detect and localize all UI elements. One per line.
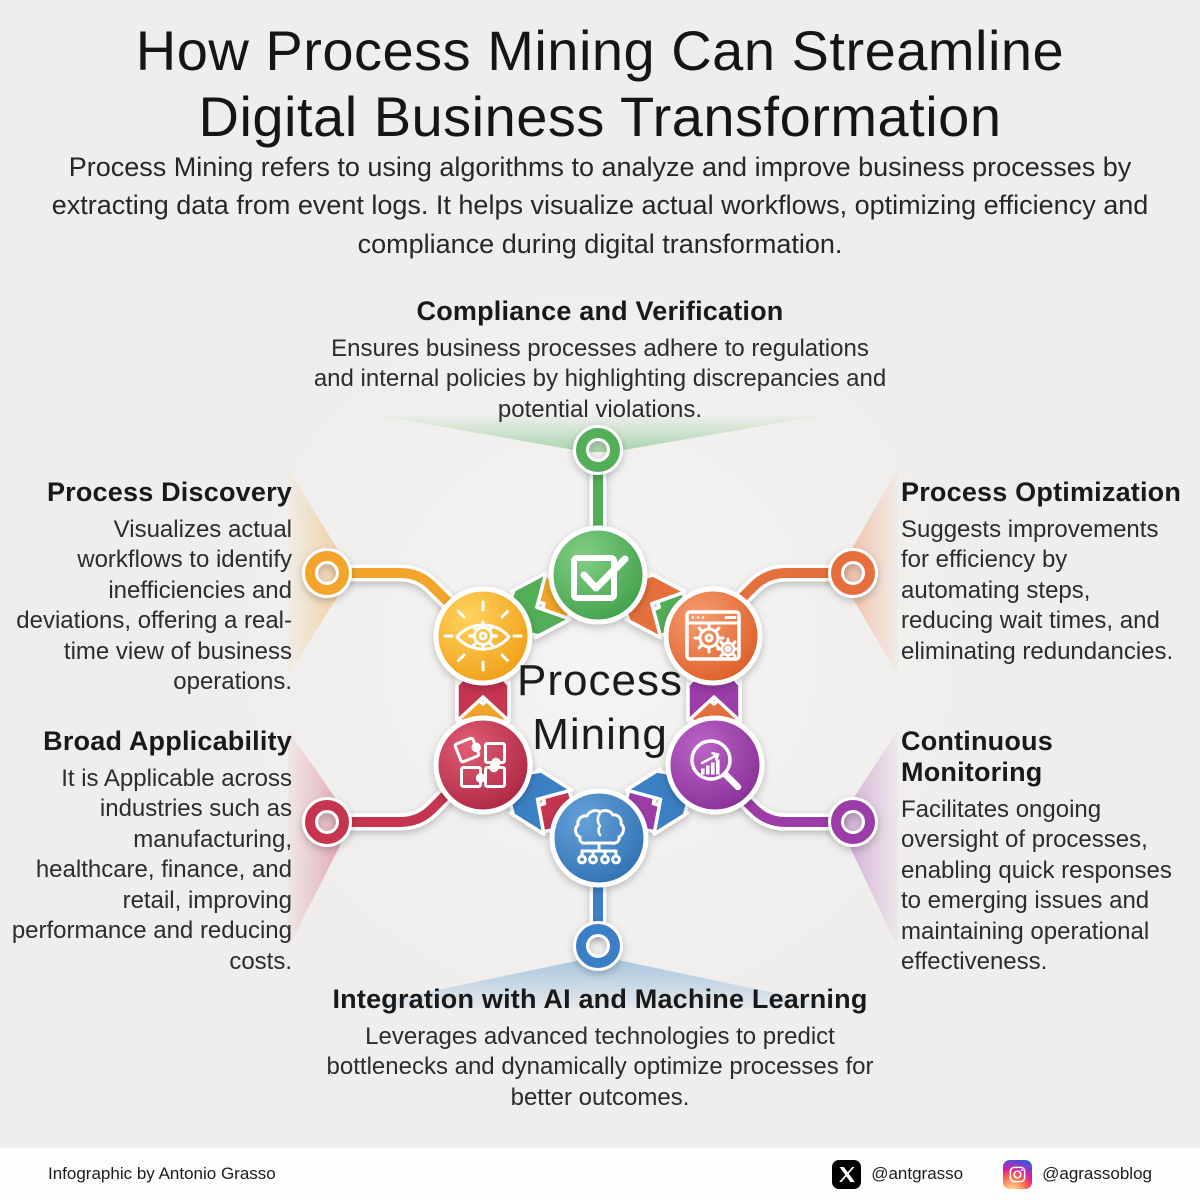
node-heading-optimization: Process Optimization <box>901 477 1182 507</box>
ring-bottom <box>576 924 620 968</box>
node-text-applicability: Broad Applicability It is Applicable acr… <box>10 726 292 977</box>
puzzle-icon <box>453 736 506 788</box>
node-heading-applicability: Broad Applicability <box>43 726 292 756</box>
node-description-optimization: Suggests improvements for efficiency by … <box>901 516 1174 665</box>
checkbox-icon <box>571 555 629 601</box>
node-text-optimization: Process Optimization Suggests improvemen… <box>901 477 1189 667</box>
node-heading-compliance: Compliance and Verification <box>416 296 784 326</box>
node-heading-discovery: Process Discovery <box>46 477 292 507</box>
brain-network-icon <box>574 809 625 865</box>
node-heading-monitoring: Continuous Monitoring <box>901 726 1053 787</box>
node-compliance-circle <box>548 525 648 625</box>
x-handle[interactable]: @antgrasso <box>832 1159 964 1189</box>
node-description-applicability: It is Applicable across industries such … <box>11 765 292 975</box>
funnel-bottom <box>352 958 846 1008</box>
node-text-compliance: Compliance and Verification Ensures busi… <box>0 296 1200 425</box>
instagram-handle[interactable]: @agrassoblog <box>1003 1159 1152 1189</box>
node-monitoring-circle <box>665 715 765 815</box>
instagram-handle-label: @agrassoblog <box>1042 1164 1152 1183</box>
node-description-ai: Leverages advanced technologies to predi… <box>326 1023 874 1111</box>
ring-lower-right <box>831 800 875 844</box>
eye-gear-icon <box>443 600 523 672</box>
page-title: How Process Mining Can Streamline Digita… <box>135 19 1065 149</box>
funnel-upper-left <box>288 468 352 676</box>
connector-upper-left <box>344 568 458 612</box>
node-ai-circle <box>549 788 649 888</box>
connector-upper-right <box>728 568 840 612</box>
ring-upper-right <box>831 551 875 595</box>
connector-lower-left <box>344 783 458 827</box>
ring-upper-left <box>305 551 349 595</box>
page-subtitle: Process Mining refers to using algorithm… <box>51 152 1149 259</box>
node-description-monitoring: Facilitates ongoing oversight of process… <box>901 796 1172 976</box>
magnifier-chart-icon <box>690 739 742 791</box>
browser-gears-icon <box>685 610 741 661</box>
ring-lower-left <box>305 800 349 844</box>
x-logo-icon <box>832 1159 862 1189</box>
node-text-ai: Integration with AI and Machine Learning… <box>0 984 1200 1113</box>
node-text-discovery: Process Discovery Visualizes actual work… <box>16 477 292 698</box>
node-text-monitoring: Continuous Monitoring Facilitates ongoin… <box>901 726 1197 978</box>
footer-bar: Infographic by Antonio Grasso @antgrasso… <box>0 1148 1200 1200</box>
node-description-discovery: Visualizes actual workflows to identify … <box>16 516 292 696</box>
node-applicability-circle <box>433 715 533 815</box>
connector-lower-right <box>728 783 840 827</box>
footer-socials: @antgrasso @agrassoblog <box>832 1159 1152 1189</box>
ring-top <box>576 428 620 472</box>
instagram-logo-icon <box>1003 1159 1033 1189</box>
node-heading-ai: Integration with AI and Machine Learning <box>332 984 868 1014</box>
node-description-compliance: Ensures business processes adhere to reg… <box>313 335 887 423</box>
footer-credit: Infographic by Antonio Grasso <box>48 1164 276 1183</box>
x-handle-label: @antgrasso <box>871 1164 964 1183</box>
